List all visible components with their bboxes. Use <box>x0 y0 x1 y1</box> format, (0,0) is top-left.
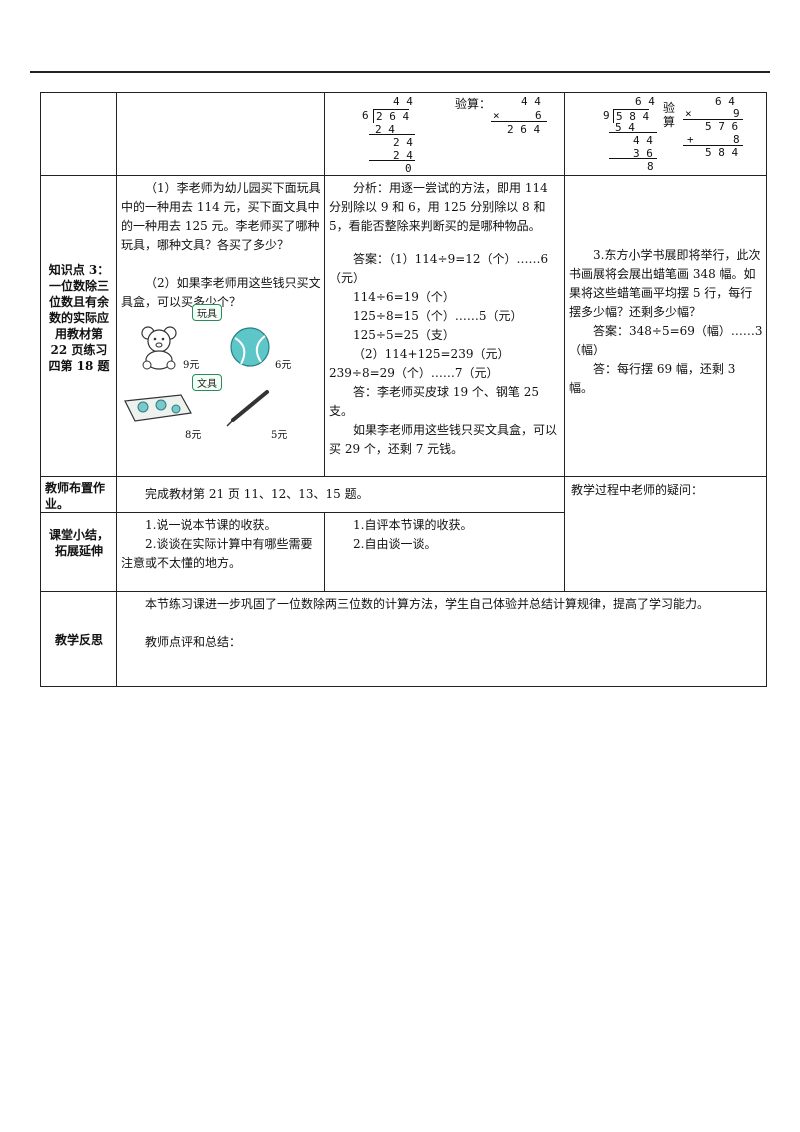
pencil-box-price: 8元 <box>185 430 202 441</box>
ball-icon <box>230 327 270 367</box>
kp3-header-cell: 知识点 3：一位数除三位数且有余数的实际应用教材第 22 页练习四第 18 题 <box>40 175 117 477</box>
teacher-question-label: 教学过程中老师的疑问： <box>571 483 704 497</box>
dividend: 5 8 4 <box>613 109 650 123</box>
homework-content: 完成教材第 21 页 11、12、13、15 题。 <box>145 487 369 501</box>
teacher-question-cell: 教学过程中老师的疑问： <box>564 476 767 592</box>
check-label: 验算： <box>455 97 492 111</box>
reflection-header: 教学反思 <box>54 633 103 647</box>
summary-left-cell: 1.说一说本节课的收获。 2.谈谈在实际计算中有哪些需要注意或不太懂的地方。 <box>116 512 325 592</box>
step: 4 4 <box>633 134 653 147</box>
check-result: 5 8 4 <box>705 146 739 159</box>
extra-conclusion: 答：每行摆 69 幅，还剩 3 幅。 <box>569 362 736 395</box>
check-label-1: 验 <box>663 101 676 115</box>
answer-line-3: 125÷8=15（个）……5（元） <box>353 309 523 323</box>
answer-line-5: （2）114+125=239（元）239÷8=29（个）……7（元） <box>329 347 510 380</box>
extra-problem: 3.东方小学书展即将举行，此次书画展将会展出蜡笔画 348 幅。如果将这些蜡笔画… <box>569 248 761 319</box>
division-line <box>369 160 415 161</box>
conclusion-2: 如果李老师用这些钱只买文具盒，可以买 29 个，还剩 7 元钱。 <box>329 423 558 456</box>
pen-icon <box>226 390 269 427</box>
check-mid: 5 7 6 <box>705 120 739 133</box>
check-result: 2 6 4 <box>507 123 541 136</box>
kp3-problem-cell: （1）李老师为幼儿园买下面玩具中的一种用去 114 元，买下面文具中的一种用去 … <box>116 175 325 477</box>
analysis-text: 分析：用逐一尝试的方法，即用 114 分别除以 9 和 6，用 125 分别除以… <box>329 181 548 233</box>
remainder: 8 <box>647 160 654 173</box>
check-label-2: 算 <box>663 115 676 129</box>
kp3-header: 知识点 3：一位数除三位数且有余数的实际应用教材第 22 页练习四第 18 题 <box>48 263 110 373</box>
kp3-analysis-cell: 分析：用逐一尝试的方法，即用 114 分别除以 9 和 6，用 125 分别除以… <box>324 175 565 477</box>
toys-label: 玩具 <box>192 304 222 321</box>
remainder: 0 <box>405 162 412 175</box>
times-sign: × <box>493 109 500 122</box>
divisor: 9 <box>603 109 610 122</box>
summary-right-cell: 1.自评本节课的收获。 2.自由谈一谈。 <box>324 512 565 592</box>
summary-right-2: 2.自由谈一谈。 <box>353 537 437 551</box>
homework-header-cell: 教师布置作业。 <box>40 476 117 513</box>
plus-sign: + <box>687 133 694 146</box>
summary-header: 课堂小结，拓展延伸 <box>48 528 109 558</box>
row1-calc-cell: 4 4 6 2 6 4 2 4 2 4 2 4 0 验算： 4 4 × 6 2 … <box>324 92 565 176</box>
answer-line-4: 125÷5=25（支） <box>353 328 455 342</box>
check-addend: 8 <box>733 133 740 146</box>
row1-calc2-cell: 6 4 9 5 8 4 5 4 4 4 3 6 8 验 算 6 4 × 9 5 … <box>564 92 767 176</box>
step: 2 4 <box>393 136 413 149</box>
division-line <box>609 132 657 133</box>
row1-header-cell <box>40 92 117 176</box>
kp3-extra-cell: 3.东方小学书展即将举行，此次书画展将会展出蜡笔画 348 幅。如果将这些蜡笔画… <box>564 175 767 477</box>
check-top: 4 4 <box>521 95 541 108</box>
check-line <box>683 119 743 120</box>
reflection-header-cell: 教学反思 <box>40 591 117 687</box>
times-sign: × <box>685 107 692 120</box>
quotient: 4 4 <box>393 95 413 108</box>
ball-price: 6元 <box>275 360 292 371</box>
check-multiplier: 6 <box>535 109 542 122</box>
division-line <box>609 158 657 159</box>
step: 3 6 <box>633 147 653 160</box>
problem-part-1: （1）李老师为幼儿园买下面玩具中的一种用去 114 元，买下面文具中的一种用去 … <box>121 181 321 252</box>
check-line <box>683 145 743 146</box>
answer-line-2: 114÷6=19（个） <box>353 290 455 304</box>
answer-line-1: 答案：（1）114÷9=12（个）……6（元） <box>329 252 549 285</box>
step: 5 4 <box>615 121 635 134</box>
conclusion-1: 答：李老师买皮球 19 个、钢笔 25 支。 <box>329 385 539 418</box>
summary-header-cell: 课堂小结，拓展延伸 <box>40 512 117 592</box>
row1-problem-cell <box>116 92 325 176</box>
reflection-content-cell: 本节练习课进一步巩固了一位数除两三位数的计算方法，学生自己体验并总结计算规律，提… <box>116 591 767 687</box>
division-line <box>369 134 415 135</box>
check-top: 6 4 <box>715 95 735 108</box>
extra-answer: 答案：348÷5=69（幅）……3（幅） <box>569 324 763 357</box>
check-multiplier: 9 <box>733 107 740 120</box>
summary-left-1: 1.说一说本节课的收获。 <box>145 518 277 532</box>
dividend: 2 6 4 <box>373 109 410 123</box>
pen-price: 5元 <box>271 430 288 441</box>
top-rule <box>30 71 770 73</box>
summary-left-2: 2.谈谈在实际计算中有哪些需要注意或不太懂的地方。 <box>121 537 313 570</box>
teddy-bear-icon <box>141 326 177 370</box>
stationery-label: 文具 <box>192 374 222 391</box>
summary-right-1: 1.自评本节课的收获。 <box>353 518 473 532</box>
divisor: 6 <box>362 109 369 122</box>
homework-content-cell: 完成教材第 21 页 11、12、13、15 题。 <box>116 476 565 513</box>
step: 2 4 <box>375 123 395 136</box>
pencil-box-icon <box>124 394 192 422</box>
homework-header: 教师布置作业。 <box>45 481 106 511</box>
step: 2 4 <box>393 149 413 162</box>
bear-price: 9元 <box>183 360 200 371</box>
check-line <box>491 121 547 122</box>
quotient: 6 4 <box>635 95 655 108</box>
reflection-text: 本节练习课进一步巩固了一位数除两三位数的计算方法，学生自己体验并总结计算规律，提… <box>145 597 710 611</box>
review-label: 教师点评和总结： <box>145 635 242 649</box>
